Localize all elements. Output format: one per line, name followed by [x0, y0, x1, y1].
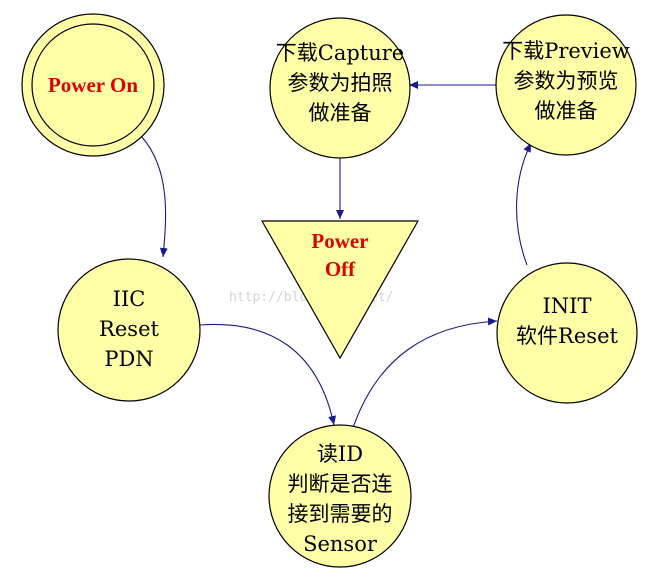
node-read-id-line4: Sensor [303, 532, 378, 556]
node-power-on-inner-circle [31, 23, 155, 147]
node-read-id-circle [268, 424, 412, 568]
node-capture-prep: 下载Capture 参数为拍照 做准备 [269, 17, 411, 159]
node-init-reset-circle [496, 262, 638, 404]
node-read-id-line1: 读ID [317, 442, 363, 466]
node-power-on-outer-circle [21, 13, 165, 157]
node-preview-prep-line1: 下载Preview [502, 39, 630, 63]
node-power-on: Power On [21, 13, 165, 157]
node-preview-prep-line2: 参数为预览 [514, 69, 619, 93]
node-iic-reset-line2: Reset [99, 317, 159, 341]
node-power-off-triangle [260, 220, 420, 360]
edge-power-on-to-iic [141, 136, 168, 258]
node-init-reset-line2: 软件Reset [516, 324, 618, 348]
node-preview-prep-circle [495, 14, 637, 156]
node-read-id-line2: 判断是否连 [288, 472, 393, 496]
node-read-id-line3: 接到需要的 [288, 502, 393, 526]
node-power-off-line1: Power [311, 229, 368, 253]
node-preview-prep-line3: 做准备 [535, 99, 598, 123]
node-iic-reset: IIC Reset PDN [57, 258, 201, 402]
node-capture-prep-line1: 下载Capture [276, 41, 404, 65]
node-power-off-line2: Off [325, 257, 356, 281]
node-iic-reset-line1: IIC [113, 287, 146, 311]
node-power-off: Power Off [260, 220, 420, 360]
edge-iic-to-read-id [199, 323, 337, 426]
edge-read-id-to-init [349, 317, 498, 438]
node-iic-reset-line3: PDN [104, 347, 153, 371]
node-init-reset-line1: INIT [543, 294, 592, 318]
node-power-on-label: Power On [48, 73, 138, 97]
node-preview-prep: 下载Preview 参数为预览 做准备 [495, 14, 637, 156]
node-init-reset: INIT 软件Reset [496, 262, 638, 404]
edge-init-to-preview [516, 142, 532, 266]
node-capture-prep-line2: 参数为拍照 [288, 71, 393, 95]
node-read-id: 读ID 判断是否连 接到需要的 Sensor [268, 424, 412, 568]
node-iic-reset-circle [57, 258, 201, 402]
node-capture-prep-circle [269, 17, 411, 159]
node-capture-prep-line3: 做准备 [309, 101, 372, 125]
